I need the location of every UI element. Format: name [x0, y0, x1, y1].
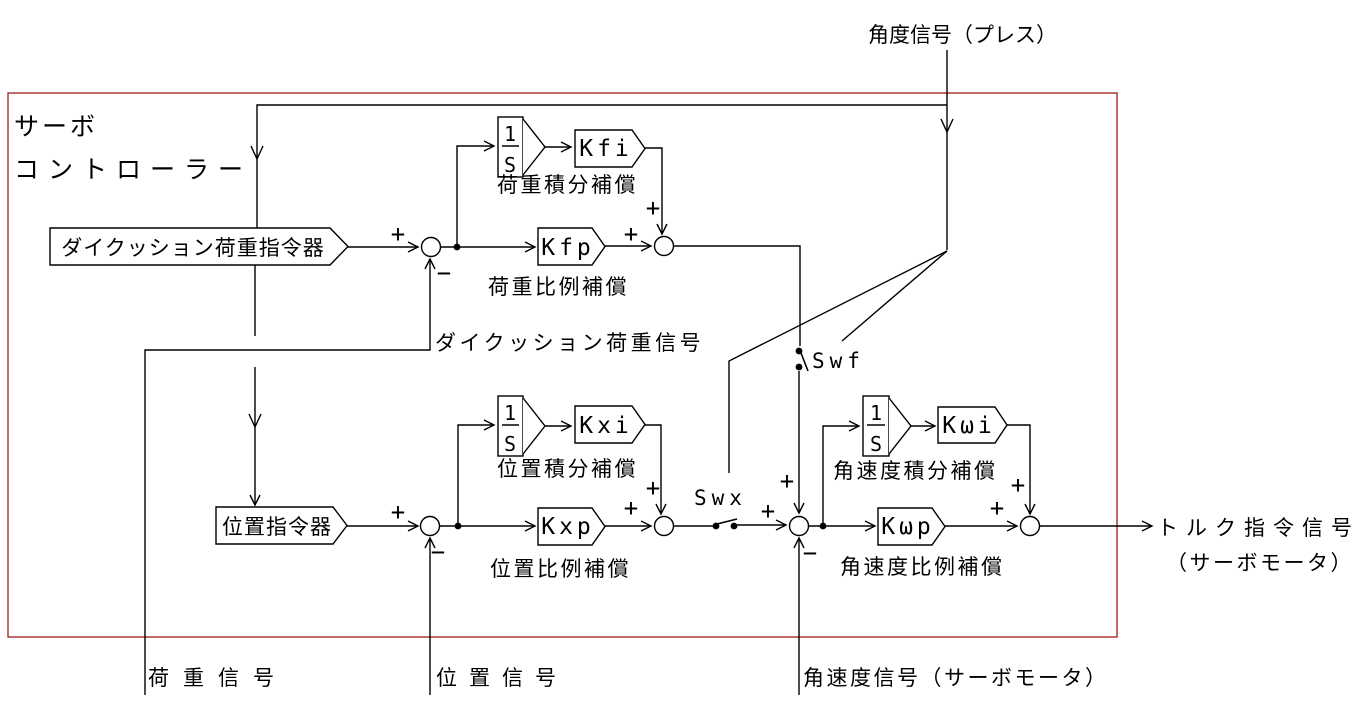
load-comp-summing-junction: [653, 235, 675, 257]
load-error-to-integrator-line: [456, 140, 496, 247]
swx-right-contact: [730, 522, 738, 530]
load-signal-label: 荷重信号: [148, 667, 288, 690]
position-integrator-numerator: 1: [504, 401, 516, 425]
plus-sign-kfp-input: +: [624, 220, 638, 248]
angle-to-swx-line: [728, 250, 948, 473]
velocity-integrator-block: [862, 395, 890, 457]
position-proportional-comp-label: 位置比例補償: [490, 558, 631, 581]
plus-sign-velocity-sum-top: +: [780, 467, 794, 495]
servo-controller-frame: [7, 92, 1118, 638]
kwi-gain-block: [937, 406, 1008, 444]
die-cushion-load-signal-label: ダイクッション荷重信号: [435, 332, 704, 355]
diagram-blocks: [49, 116, 1008, 546]
kxp-gain-label: Kxp: [541, 514, 595, 540]
plus-sign-kfi-input: +: [646, 194, 660, 222]
controller-title-line2: コントローラー: [14, 156, 252, 184]
arrow-down-position-command-icon: [248, 413, 262, 429]
kxi-to-sum-line: [645, 424, 667, 516]
swf-bottom-contact: [795, 363, 803, 371]
load-integrator-numerator: 1: [504, 122, 516, 146]
summing-junctions: [419, 235, 1041, 537]
load-command-block: [49, 227, 349, 266]
kfp-gain-block: [537, 227, 606, 266]
load-integrator-point: [522, 118, 546, 176]
load-branch-dot: [453, 243, 461, 251]
velocity-summing-junction: [788, 515, 810, 537]
plus-sign-kwi-input: +: [1011, 471, 1025, 499]
kfi-to-sum-line: [645, 147, 668, 236]
load-integrator-denominator: S: [504, 153, 516, 177]
plus-sign-kxi-input: +: [646, 474, 660, 502]
load-summing-junction: [420, 236, 442, 258]
swf-switch-label: Swf: [812, 349, 865, 373]
signal-lines: [144, 50, 1154, 695]
position-branch-dot: [454, 522, 462, 530]
kfi-gain-block: [574, 129, 646, 168]
plus-sign-position-sum: +: [391, 498, 405, 526]
load-integrator-block: [497, 116, 524, 178]
velocity-branch-dot: [819, 522, 827, 530]
position-command-block: [215, 506, 348, 545]
angle-to-swf-line: [841, 250, 948, 342]
position-command-block-label: 位置指令器: [222, 516, 332, 539]
velocity-signal-label: 角速度信号（サーボモータ）: [803, 667, 1109, 690]
kxi-gain-block: [574, 405, 646, 444]
plus-sign-kwp-input: +: [990, 494, 1004, 522]
arrow-down-load-command-icon: [250, 145, 264, 161]
load-proportional-comp-label: 荷重比例補償: [488, 276, 629, 299]
junction-dots: [453, 243, 827, 530]
kfp-gain-label: Kfp: [541, 235, 595, 261]
load-command-block-label: ダイクッション荷重指令器: [61, 237, 325, 260]
kwi-to-sum-line: [1007, 424, 1036, 516]
plus-sign-velocity-sum-left: +: [761, 497, 775, 525]
kfi-gain-label: Kfi: [579, 136, 633, 162]
minus-sign-load-feedback: −: [437, 259, 451, 287]
position-error-to-integrator-line: [457, 419, 496, 526]
load-output-to-swf-line: [674, 245, 801, 346]
torque-output-label-line1: トルク指令信号: [1157, 517, 1360, 540]
minus-sign-position-feedback: −: [431, 538, 445, 566]
load-integral-comp-label: 荷重積分補償: [497, 174, 638, 197]
kwp-gain-block: [877, 507, 946, 546]
position-summing-junction: [419, 515, 441, 537]
kwp-gain-label: Kωp: [881, 514, 935, 540]
velocity-integrator-numerator: 1: [870, 401, 882, 425]
position-integrator-block: [497, 395, 524, 457]
arrow-down-angle-icon: [940, 118, 954, 134]
kwi-gain-label: Kωi: [942, 413, 996, 439]
position-integral-comp-label: 位置積分補償: [497, 458, 638, 481]
plus-sign-load-sum: +: [391, 220, 405, 248]
position-integrator-point: [522, 397, 546, 455]
output-summing-junction: [1019, 515, 1041, 537]
swx-switch-label: Swx: [694, 486, 747, 510]
kxi-gain-label: Kxi: [579, 413, 633, 439]
velocity-error-to-integrator-line: [822, 420, 861, 526]
angle-signal-label: 角度信号（プレス）: [868, 24, 1057, 47]
kxp-gain-block: [537, 507, 606, 546]
plus-sign-kxp-input: +: [624, 494, 638, 522]
swf-top-contact: [795, 347, 803, 355]
velocity-integrator-denominator: S: [870, 432, 882, 456]
velocity-integrator-point: [888, 397, 912, 455]
angle-to-load-command-line: [256, 104, 947, 228]
swf-switch-blade: [800, 352, 809, 372]
swx-switch-blade: [716, 518, 738, 525]
velocity-integral-comp-label: 角速度積分補償: [833, 460, 998, 483]
position-comp-summing-junction: [653, 515, 675, 537]
position-signal-label: 位置信号: [436, 667, 568, 690]
switch-blades: [716, 352, 809, 525]
minus-sign-velocity-feedback: −: [803, 539, 817, 567]
velocity-proportional-comp-label: 角速度比例補償: [840, 556, 1005, 579]
controller-title-line1: サーボ: [14, 113, 98, 141]
position-integrator-denominator: S: [504, 432, 516, 456]
load-feedback-line: [144, 257, 436, 695]
torque-output-label-line2: （サーボモータ）: [1166, 552, 1354, 575]
